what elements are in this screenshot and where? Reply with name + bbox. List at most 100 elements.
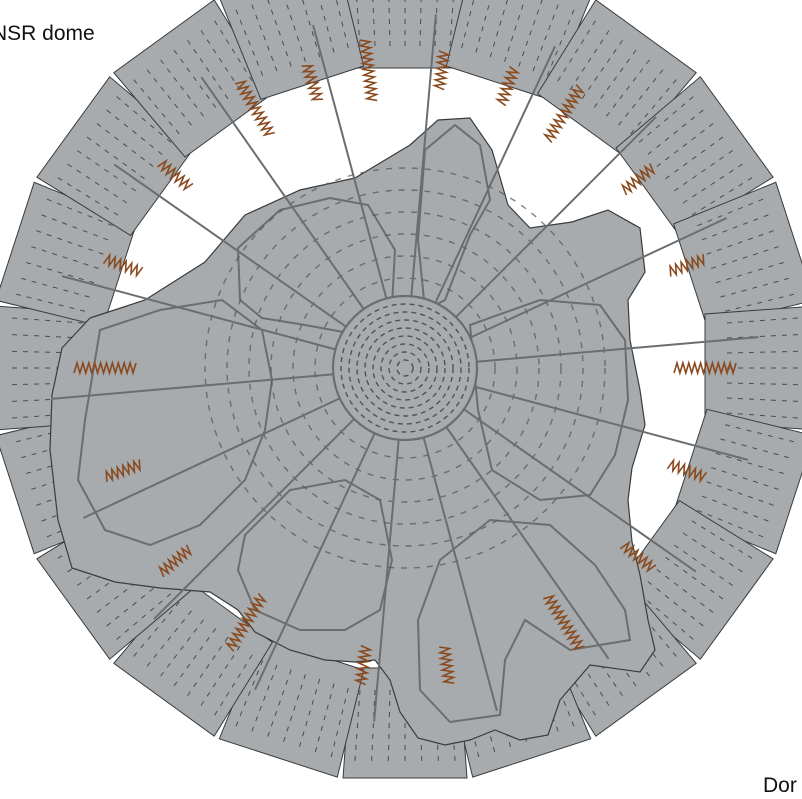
radial-spoke — [61, 275, 336, 351]
panel-stitch — [6, 317, 84, 324]
hub-ring — [380, 343, 430, 393]
panel-stitch — [726, 317, 802, 324]
panel-stitch — [233, 4, 264, 76]
radial-spoke — [469, 217, 728, 339]
panel-stitch — [504, 0, 526, 62]
panel-stitch — [674, 147, 738, 192]
hub-ring — [348, 311, 462, 425]
panel-stitch — [618, 65, 667, 126]
inner-petals — [49, 117, 656, 746]
panel-stitch — [72, 147, 136, 192]
panel-stitch — [284, 0, 306, 62]
spring — [235, 80, 275, 137]
panel-stitch — [682, 160, 748, 204]
panel-stitch — [656, 569, 718, 616]
panel-stitch — [691, 520, 757, 562]
petal-lobe-outline — [468, 298, 630, 502]
seam-ring — [204, 167, 606, 569]
panel-stitch — [697, 509, 769, 540]
petal-lobe-outline — [416, 518, 632, 724]
spring — [300, 64, 324, 101]
panel-stitch — [335, 0, 349, 48]
spring — [543, 594, 585, 651]
panel-stitch — [630, 75, 681, 135]
panel-stitch — [715, 452, 789, 476]
panel-stitch — [143, 65, 192, 126]
panel-stitch — [726, 412, 802, 419]
panel-stitch — [656, 120, 718, 167]
hub-disk — [331, 294, 479, 442]
outer-panel — [219, 0, 365, 101]
spring — [666, 457, 708, 484]
petal-membrane — [49, 117, 656, 746]
petal-lobe-outline — [76, 298, 274, 547]
panel-stitch — [711, 467, 784, 492]
panel-stitch — [720, 276, 795, 298]
panel-stitch — [356, 0, 361, 47]
hub-ring — [364, 327, 446, 409]
spring — [619, 540, 657, 573]
seam-ring — [226, 189, 584, 547]
panel-stitch — [606, 55, 653, 117]
dome-title-label: NSR dome — [0, 22, 95, 45]
hub-ring — [372, 335, 438, 401]
panel-stitch — [711, 244, 784, 269]
radial-spoke — [82, 397, 341, 519]
spring — [353, 644, 374, 686]
petal-lobe-outline — [236, 478, 394, 631]
spring — [357, 39, 380, 102]
panel-stitch — [211, 654, 253, 720]
radial-spoke — [312, 24, 388, 299]
radial-spoke — [153, 418, 355, 620]
panel-stitch — [31, 228, 104, 255]
radial-spoke — [474, 385, 749, 461]
panel-stitch — [518, 0, 543, 67]
spring — [102, 252, 144, 279]
panel-stitch — [475, 0, 491, 53]
panel-stitch — [157, 55, 204, 117]
panel-stitch — [170, 628, 217, 691]
panel-stitch — [388, 0, 391, 47]
radial-spoke — [455, 116, 657, 318]
panel-stitch — [387, 689, 391, 767]
panel-stitch — [638, 593, 698, 644]
panel-stitch — [157, 619, 204, 681]
spring — [431, 50, 452, 91]
panel-stitch — [725, 292, 800, 312]
spring — [224, 592, 268, 652]
panel-stitch — [36, 212, 109, 241]
panel-stitch — [15, 276, 90, 298]
panel-stitch — [720, 438, 795, 460]
corner-label: Dor — [763, 774, 797, 797]
panel-stitch — [372, 0, 376, 47]
panel-stitch — [82, 133, 145, 180]
radial-spoke — [476, 336, 759, 363]
radial-spoke — [113, 163, 347, 328]
panel-stitch — [197, 25, 241, 91]
panel-stitch — [53, 174, 119, 216]
hub-ring — [356, 319, 454, 417]
panel-stitch — [581, 35, 626, 99]
panel-stitch — [557, 16, 599, 82]
panel-stitch — [62, 160, 128, 204]
panel-stitch — [569, 25, 613, 91]
spring — [673, 360, 737, 376]
seam-ring — [270, 233, 540, 503]
panel-stitch — [726, 397, 802, 403]
seam-ring — [292, 255, 518, 481]
hub-ring — [340, 303, 470, 433]
panel-stitch — [184, 637, 229, 701]
panel-stitch — [197, 645, 241, 711]
panel-stitch — [297, 678, 321, 752]
panel-stitch — [665, 556, 728, 603]
petal-lobe-outline — [416, 123, 492, 312]
spring — [437, 646, 457, 684]
panel-stitch — [313, 683, 335, 758]
spring — [156, 158, 194, 192]
panel-stitch — [726, 382, 802, 386]
panel-stitch — [21, 260, 95, 284]
panel-stitch — [249, 664, 278, 737]
spring — [157, 544, 193, 578]
spring — [494, 65, 521, 107]
radial-spoke — [51, 373, 334, 400]
